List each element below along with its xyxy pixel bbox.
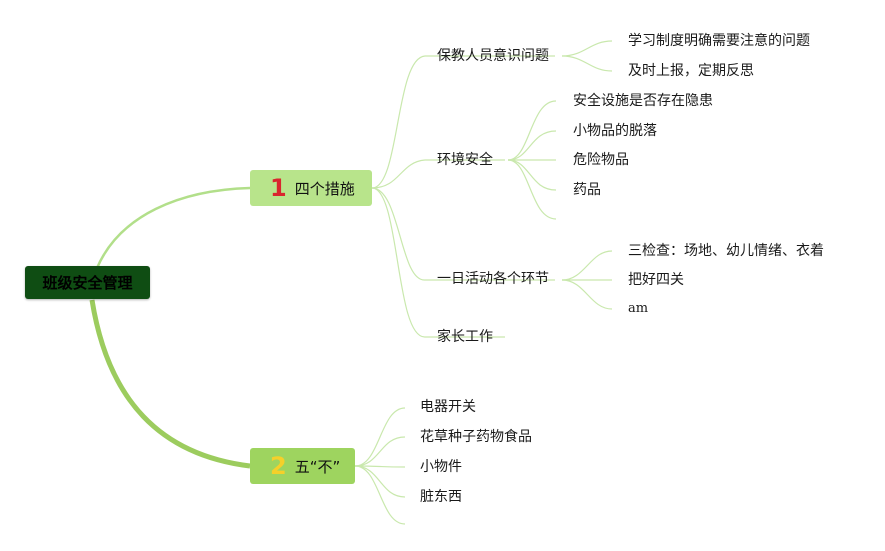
connector-root-branch1 bbox=[95, 186, 251, 269]
node-dangerous-items[interactable]: 危险物品 bbox=[573, 152, 629, 168]
node-dirty-things[interactable]: 脏东西 bbox=[420, 489, 462, 505]
connector-root-branch2 bbox=[89, 299, 251, 469]
connectors-branch2 bbox=[354, 407, 406, 525]
number-badge: 2 bbox=[270, 452, 287, 480]
node-staff-awareness[interactable]: 保教人员意识问题 bbox=[437, 48, 549, 64]
node-small-items-falling[interactable]: 小物品的脱落 bbox=[573, 123, 657, 139]
branch-label: 四个措施 bbox=[294, 179, 355, 198]
node-environment-safety[interactable]: 环境安全 bbox=[437, 152, 493, 168]
node-four-gates[interactable]: 把好四关 bbox=[628, 272, 684, 288]
number-badge: 1 bbox=[270, 174, 287, 202]
root-node[interactable]: 班级安全管理 bbox=[25, 266, 150, 299]
connectors-branch1 bbox=[371, 55, 555, 338]
node-parent-work[interactable]: 家长工作 bbox=[437, 329, 493, 345]
root-label: 班级安全管理 bbox=[42, 274, 133, 292]
node-facility-hazards[interactable]: 安全设施是否存在隐患 bbox=[573, 93, 713, 109]
connectors-level3 bbox=[507, 40, 613, 310]
node-electrical-switch[interactable]: 电器开关 bbox=[420, 399, 476, 415]
branch-label: 五“不” bbox=[294, 457, 341, 476]
node-three-checks[interactable]: 三检查：场地、幼儿情绪、衣着 bbox=[628, 243, 824, 259]
node-am[interactable]: am bbox=[628, 301, 649, 316]
branch-five-nots[interactable]: 2 五“不” bbox=[250, 448, 355, 484]
node-report-reflect[interactable]: 及时上报，定期反思 bbox=[628, 63, 754, 79]
node-plants-seeds-medicine-food[interactable]: 花草种子药物食品 bbox=[420, 429, 532, 445]
node-daily-activities[interactable]: 一日活动各个环节 bbox=[437, 271, 549, 287]
node-learn-rules[interactable]: 学习制度明确需要注意的问题 bbox=[628, 33, 810, 49]
branch-four-measures[interactable]: 1 四个措施 bbox=[250, 170, 372, 206]
node-medicine[interactable]: 药品 bbox=[573, 182, 601, 198]
node-small-objects[interactable]: 小物件 bbox=[420, 459, 462, 475]
